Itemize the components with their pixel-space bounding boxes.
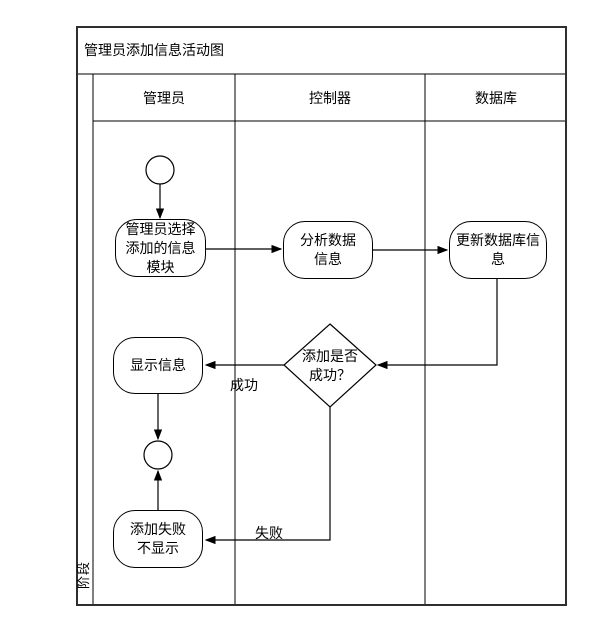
activity-label-line: 分析数据 xyxy=(300,232,356,248)
phase-label: 阶段 xyxy=(76,561,91,590)
swimlane-grid xyxy=(78,73,565,604)
activity-update-database: 更新数据库信 息 xyxy=(449,221,547,279)
activity-label-line: 信息 xyxy=(314,251,342,267)
decision-label: 添加是否 成功？ xyxy=(285,346,375,386)
decision-label-line: 成功？ xyxy=(309,367,351,383)
activity-label-line: 管理员选择 xyxy=(125,220,196,237)
lane-header-database: 数据库 xyxy=(475,89,517,106)
lane-header-admin: 管理员 xyxy=(143,89,185,106)
decision-diamond xyxy=(283,323,377,408)
activity-fail-no-display: 添加失败 不显示 xyxy=(113,510,203,568)
edge-label-failure: 失败 xyxy=(255,525,283,541)
activity-label-line: 模块 xyxy=(146,258,175,275)
activity-analyze-data: 分析数据 信息 xyxy=(283,221,373,279)
activity-display-info: 显示信息 xyxy=(113,337,203,394)
diagram-title: 管理员添加信息活动图 xyxy=(84,42,224,58)
activity-label-line: 更新数据库信 xyxy=(456,232,540,248)
activity-label-line: 添加失败 xyxy=(130,521,186,537)
activity-label-line: 添加的信息 xyxy=(125,239,196,256)
edge-update-to-decision xyxy=(376,278,498,370)
edge-decision-to-fail xyxy=(204,407,331,545)
activity-select-module: 管理员选择 添加的信息 模块 xyxy=(115,219,206,277)
activity-label-line: 息 xyxy=(491,251,505,267)
decision-label-line: 添加是否 xyxy=(302,348,358,364)
final-node-icon xyxy=(143,440,173,470)
activity-label-line: 显示信息 xyxy=(130,357,186,373)
initial-node-icon xyxy=(145,155,175,185)
lane-header-controller: 控制器 xyxy=(309,89,351,106)
activity-label-line: 不显示 xyxy=(137,540,179,556)
edge-label-success: 成功 xyxy=(230,377,258,393)
